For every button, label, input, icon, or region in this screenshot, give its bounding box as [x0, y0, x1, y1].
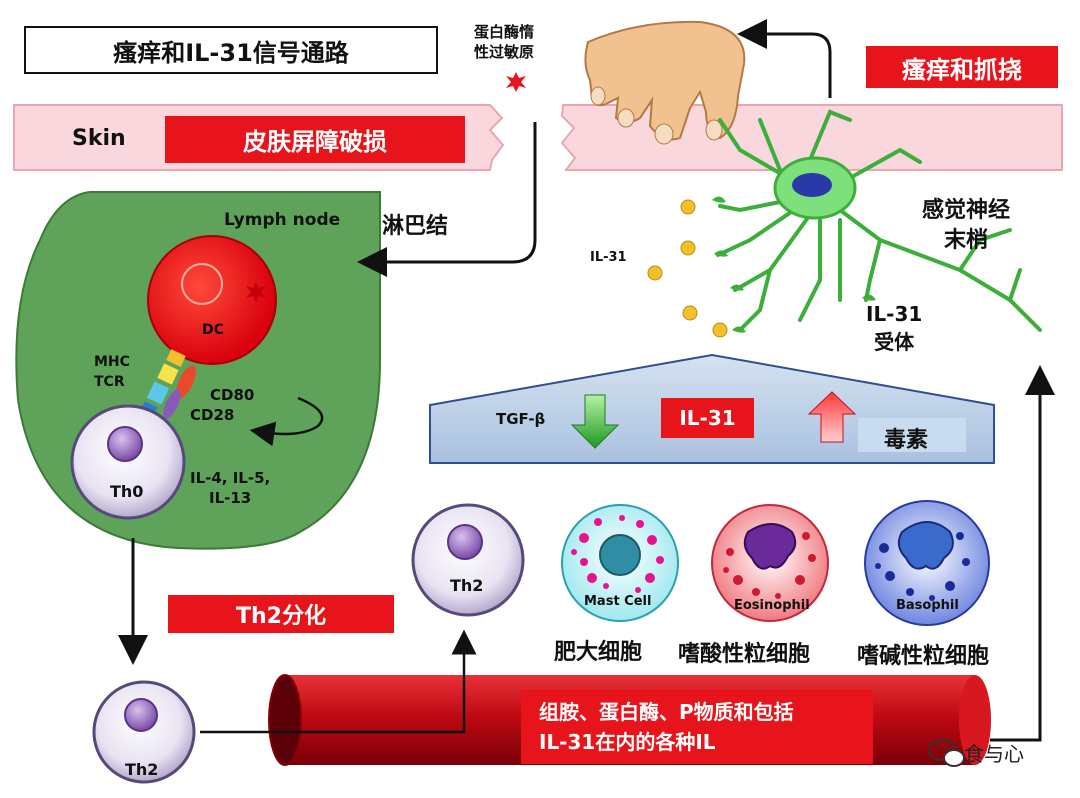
- mast-cell: [561, 504, 679, 622]
- th2-cell-bottom: [92, 680, 196, 784]
- basophil-en-label: Basophil: [896, 598, 959, 613]
- th2-upper-label: Th2: [450, 576, 484, 595]
- wechat-icon: [928, 739, 965, 767]
- lymph-node-zh-label: 淋巴结: [382, 214, 449, 239]
- neuron-nucleus: [792, 173, 832, 197]
- toxin-up-arrow-icon: [807, 391, 857, 443]
- mast-cell-zh-label: 肥大细胞: [554, 640, 643, 665]
- basophil-zh-label: 嗜碱性粒细胞: [857, 644, 990, 669]
- cd80-label: CD80: [210, 386, 255, 404]
- th2-cell-upper: [411, 503, 525, 617]
- il31-particles: [647, 199, 728, 338]
- eosinophil-zh-label: 嗜酸性粒细胞: [678, 642, 811, 667]
- mast-cell-en-label: Mast Cell: [584, 594, 652, 609]
- il31-receptor-label: IL-31 受体: [866, 300, 922, 356]
- vessel-to-nerve-arrow: [990, 365, 1055, 742]
- tgf-down-arrow-icon: [570, 394, 620, 449]
- sensory-nerve-line-1: 感觉神经: [922, 198, 1011, 223]
- itch-feedback-arrow: [737, 19, 832, 98]
- eosinophil-en-label: Eosinophil: [734, 598, 810, 613]
- mediators-line-1: 组胺、蛋白酶、P物质和包括: [539, 700, 794, 724]
- allergen-line-1: 蛋白酶惰: [474, 23, 535, 41]
- dc-antigen-icon: [246, 282, 266, 302]
- sensory-nerve-line-2: 末梢: [944, 228, 989, 253]
- th2-differentiation-label: Th2分化: [168, 595, 394, 633]
- page-title: 瘙痒和IL-31信号通路: [24, 26, 438, 74]
- lymph-node-label: Lymph node: [224, 210, 341, 230]
- allergen-line-2: 性过敏原: [474, 43, 535, 61]
- eosinophil-cell: [711, 504, 829, 622]
- mediators-line-2: IL-31在内的各种IL: [539, 730, 716, 754]
- skin-barrier-damage-label: 皮肤屏障破损: [165, 116, 465, 163]
- allergen-starburst-icon: [506, 72, 526, 92]
- il31-receptor-line-2: 受体: [874, 330, 915, 354]
- allergen-label: 蛋白酶惰 性过敏原: [474, 22, 534, 62]
- interleukin-label: IL-4, IL-5, IL-13: [190, 468, 270, 508]
- cd80-molecule: [176, 365, 196, 399]
- sensory-nerve-label: 感觉神经 末梢: [922, 196, 1010, 256]
- th0-cell: [70, 404, 186, 520]
- mhc-label: MHC: [94, 354, 130, 370]
- il31-panel-label: IL-31: [661, 398, 754, 438]
- il31-receptor-line-1: IL-31: [866, 302, 923, 326]
- interleukin-line-1: IL-4, IL-5,: [190, 469, 271, 487]
- interleukin-line-2: IL-13: [208, 489, 252, 507]
- cd28-molecule: [163, 389, 181, 419]
- dc-label: DC: [202, 322, 224, 338]
- tgf-beta-label: TGF-β: [496, 410, 546, 428]
- th2-migration-arrow: [200, 629, 477, 734]
- basophil-cell: [864, 500, 990, 626]
- sensory-neuron: [716, 109, 1042, 332]
- dc-cell: [147, 235, 277, 365]
- cd28-label: CD28: [190, 406, 235, 424]
- watermark-label: 食与心: [964, 742, 1024, 766]
- scratching-hand-icon: [584, 20, 746, 145]
- allergen-to-lymph-arrow: [357, 122, 537, 277]
- il31-receptors: [712, 196, 876, 333]
- skin-label: Skin: [72, 126, 126, 151]
- cytokine-loop-arrow: [249, 396, 324, 447]
- itch-scratch-label: 瘙痒和抓挠: [866, 46, 1058, 88]
- tcr-label: TCR: [94, 374, 125, 390]
- th0-label: Th0: [110, 482, 144, 501]
- toxin-box: [858, 418, 966, 452]
- toxin-label: 毒素: [884, 428, 929, 453]
- il31-particle-label: IL-31: [590, 250, 627, 265]
- th2-bottom-label: Th2: [125, 760, 159, 779]
- mediators-label: 组胺、蛋白酶、P物质和包括 IL-31在内的各种IL: [521, 690, 873, 764]
